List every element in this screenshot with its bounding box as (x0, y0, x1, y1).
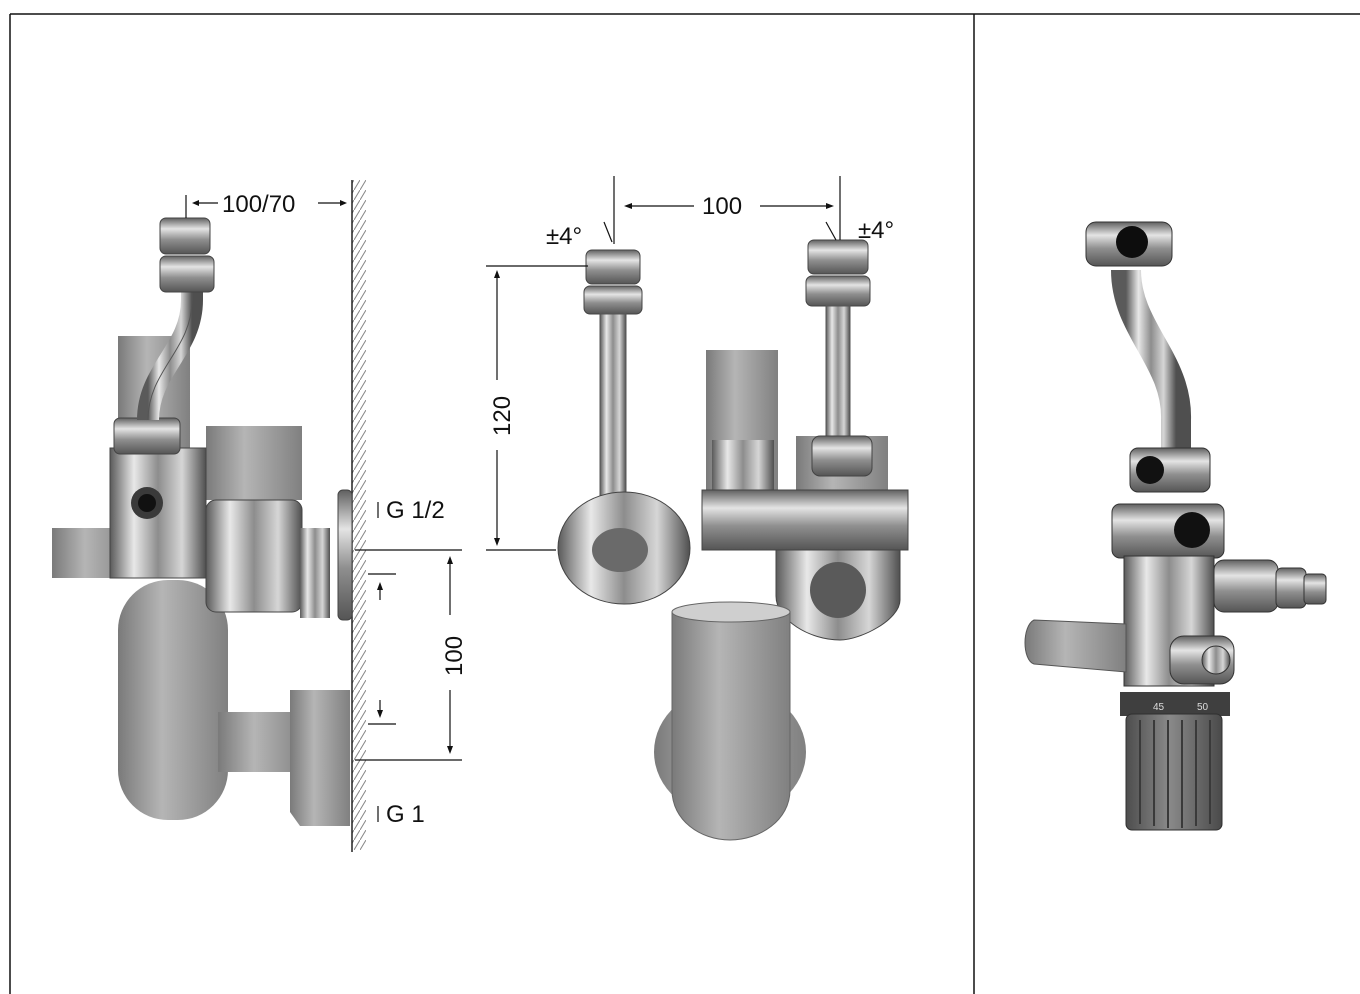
lower-tube (654, 601, 806, 841)
outlet-spacing-label: 100 (441, 636, 468, 676)
top-thread-label: G 1/2 (386, 497, 445, 524)
side-view-drawing (52, 180, 462, 852)
photo-bent-pipe (1111, 269, 1191, 450)
photo-front-nozzle (1169, 635, 1235, 685)
siphon-body (118, 336, 350, 826)
panel-frame (9, 13, 1360, 994)
photo-valve-body (1111, 503, 1225, 687)
wall (351, 180, 366, 852)
front-view-drawing (486, 176, 909, 841)
front-dimension-arrows (494, 203, 834, 546)
knob-scale-right: 50 (1197, 702, 1209, 713)
valve-housing (52, 417, 353, 621)
offset-dimension-label: 100/70 (222, 191, 295, 218)
bottom-thread-label: G 1 (386, 801, 425, 828)
photo-temperature-knob (1120, 692, 1230, 831)
side-dimension-lines (185, 195, 462, 761)
front-dimension-lines (486, 176, 841, 551)
right-valve (701, 239, 909, 641)
photo-middle-nut (1129, 447, 1211, 493)
valve-photo (1024, 221, 1327, 831)
photo-side-outlet (1213, 559, 1327, 613)
left-tilt-label: ±4° (546, 223, 582, 250)
height-dimension-label: 120 (489, 396, 516, 436)
knob-scale-left: 45 (1153, 702, 1165, 713)
photo-top-nut (1085, 221, 1173, 267)
connector-spacing-label: 100 (702, 193, 742, 220)
left-connector (557, 249, 691, 605)
photo-lever-handle (1024, 619, 1127, 673)
side-dimension-arrows (192, 200, 453, 754)
riser-pipe (137, 217, 215, 421)
right-tilt-label: ±4° (858, 217, 894, 244)
